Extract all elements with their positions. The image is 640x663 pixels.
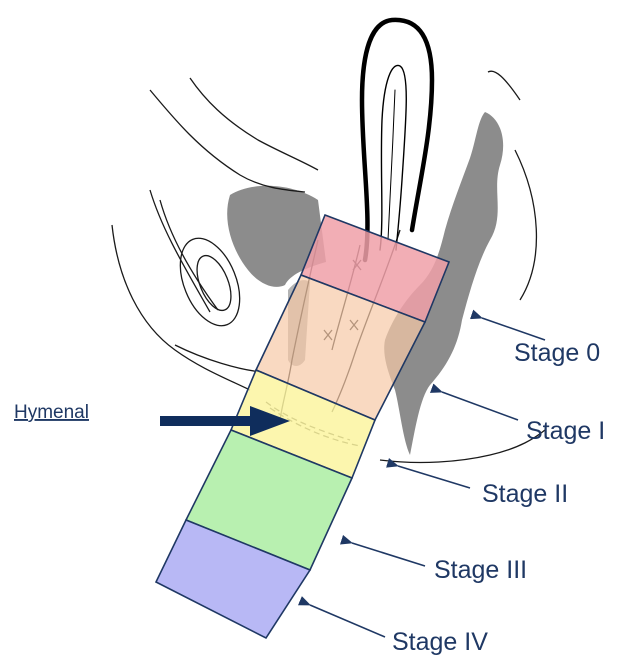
stage-3-arrow bbox=[340, 534, 426, 567]
stage-pointers bbox=[297, 309, 546, 638]
stage-4-label: Stage IV bbox=[392, 628, 488, 656]
rectum-region bbox=[384, 112, 504, 455]
thick-right-arrow-icon bbox=[160, 406, 290, 436]
stage-3-label: Stage III bbox=[434, 556, 527, 584]
stage-blocks bbox=[154, 213, 451, 640]
uterus bbox=[359, 17, 435, 263]
stage-2-label: Stage II bbox=[482, 480, 568, 508]
stage-0-label: Stage 0 bbox=[514, 339, 600, 367]
stage-1-label: Stage I bbox=[526, 417, 605, 445]
stage-0-arrow bbox=[469, 309, 546, 341]
hymenal-label: Hymenal bbox=[14, 402, 89, 423]
bladder-region bbox=[227, 185, 326, 287]
stage-2-arrow bbox=[386, 458, 471, 489]
stage-4-arrow bbox=[297, 596, 386, 638]
stage-1-arrow bbox=[429, 383, 519, 421]
stage-4-block bbox=[154, 518, 312, 640]
